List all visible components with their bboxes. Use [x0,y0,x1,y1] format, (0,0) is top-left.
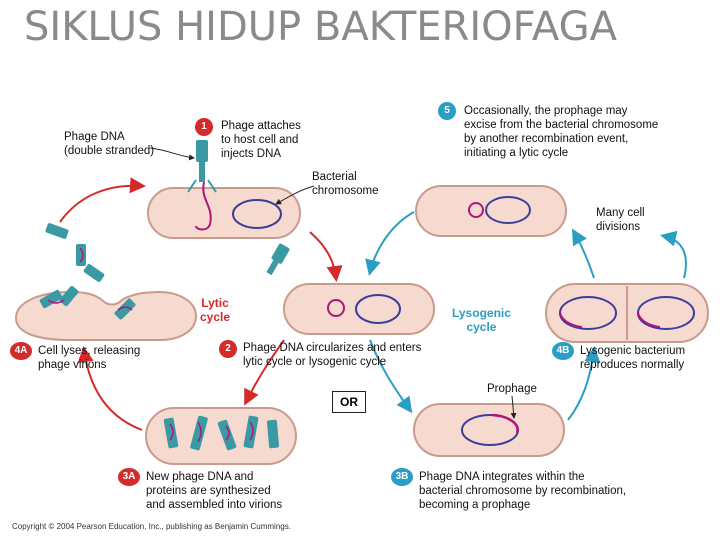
arrow-lysogenic-2-3b [369,339,413,414]
free-phage-icon [266,243,290,276]
arrow-lytic-1-2 [309,231,343,282]
cell-prophage-excision [415,185,567,237]
cell-dividing [545,283,709,343]
step-badge-3b: 3B [391,468,413,486]
label-prophage: Prophage [487,383,537,395]
page-title: SIKLUS HIDUP BAKTERIOFAGA [24,4,617,50]
step-badge-3a: 3A [118,468,140,486]
step-badge-5: 5 [438,102,456,120]
step-badge-1: 1 [195,118,213,136]
attached-phage-icon [187,140,217,193]
bacterial-chromosome [232,199,282,229]
arrow-lytic-3a-4a [77,346,143,431]
or-box: OR [332,391,366,413]
cell-lysing [14,223,198,341]
cell-prophage [413,403,565,457]
copyright-notice: Copyright © 2004 Pearson Education, Inc.… [12,522,291,531]
cell-attachment [147,181,301,239]
arrow-many-divisions [660,230,687,279]
arrow-lytic-4a-1 [59,177,146,223]
injected-phage-dna [195,181,212,231]
arrow-lysogenic-4b-5 [572,228,595,279]
step-badge-2: 2 [219,340,237,358]
step-badge-4b: 4B [552,342,574,360]
arrow-lysogenic-3b-4b [567,346,601,421]
label-phage-dna: Phage DNA(double stranded) [64,131,155,157]
pointer-prophage [510,395,517,419]
pointer-chromosome [275,185,315,205]
cell-dna-circularized [283,283,435,335]
arrow-lysogenic-5-2 [365,211,415,276]
arrow-lytic-2-3a [244,339,285,406]
cell-phage-assembly [145,407,297,465]
step-badge-4a: 4A [10,342,32,360]
pointer-phage-dna [149,147,195,161]
